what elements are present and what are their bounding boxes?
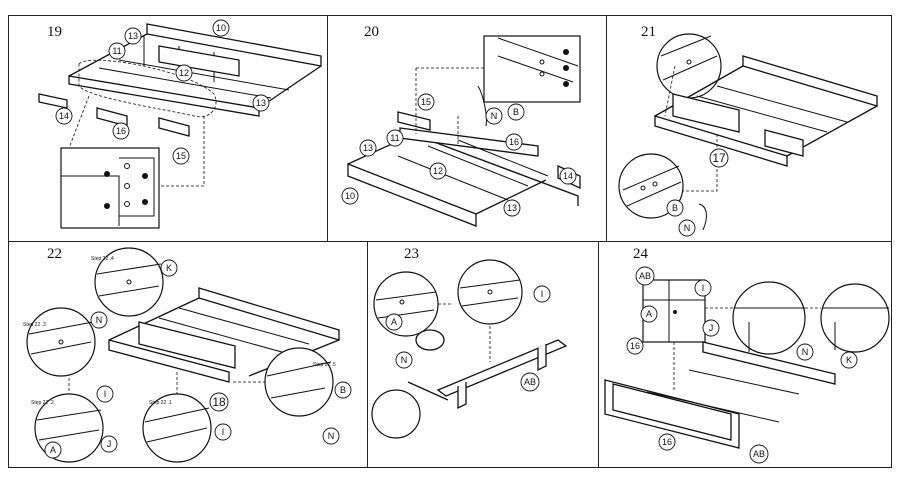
step-22-number: 22 bbox=[47, 246, 62, 262]
callout-20-10: 10 bbox=[345, 191, 355, 201]
callout-19-12: 12 bbox=[179, 68, 189, 78]
step-19-drawing: 10 11 12 13 13 14 15 16 bbox=[38, 19, 322, 229]
step-21-number: 21 bbox=[641, 24, 656, 40]
step-22-panel: 22 Step 22 .4 Step 22 .3 bbox=[8, 241, 368, 468]
callout-19-13b: 13 bbox=[256, 98, 266, 108]
callout-24-A: A bbox=[646, 309, 652, 319]
step-20-panel: 20 10 11 bbox=[327, 15, 607, 242]
substep-22-3: Step 22 .3 bbox=[23, 322, 46, 328]
callout-20-B: B bbox=[513, 107, 519, 117]
substep-22-1: Step 22 .1 bbox=[149, 400, 172, 406]
callout-23-AB: AB bbox=[524, 377, 536, 387]
callout-23-I: I bbox=[541, 289, 544, 299]
callout-19-14: 14 bbox=[59, 111, 69, 121]
callout-22-18: 18 bbox=[212, 395, 226, 409]
callout-20-N: N bbox=[491, 111, 498, 121]
substep-22-5: Step 22 .5 bbox=[313, 362, 336, 368]
step-23-drawing: I A N AB bbox=[371, 259, 568, 439]
step-21-drawing: 17 B N bbox=[618, 33, 878, 237]
callout-21-B: B bbox=[672, 203, 678, 213]
callout-24-J: J bbox=[709, 323, 714, 333]
callout-24-16b: 16 bbox=[662, 437, 672, 447]
step-24-panel: 24 AB I A J 16 N bbox=[598, 241, 892, 468]
callout-22-A: A bbox=[50, 445, 56, 455]
callout-22-N2: N bbox=[328, 431, 335, 441]
callout-19-10: 10 bbox=[216, 23, 226, 33]
step-19-panel: 19 bbox=[8, 15, 328, 242]
callout-19-13a: 13 bbox=[128, 31, 138, 41]
callout-22-J: J bbox=[107, 439, 112, 449]
callout-22-I-a: I bbox=[104, 389, 107, 399]
callout-20-14: 14 bbox=[563, 171, 573, 181]
callout-19-11: 11 bbox=[112, 46, 121, 56]
callout-20-16: 16 bbox=[509, 137, 519, 147]
callout-24-I: I bbox=[702, 283, 705, 293]
callout-24-AB: AB bbox=[639, 271, 651, 281]
callout-22-N: N bbox=[96, 315, 103, 325]
callout-24-N: N bbox=[802, 347, 809, 357]
callout-21-N: N bbox=[684, 223, 691, 233]
step-19-number: 19 bbox=[47, 24, 62, 40]
step-23-number: 23 bbox=[404, 246, 419, 262]
callout-23-N: N bbox=[401, 355, 408, 365]
callout-19-16: 16 bbox=[116, 126, 126, 136]
callout-19-15: 15 bbox=[176, 151, 186, 161]
callout-20-12: 12 bbox=[433, 166, 443, 176]
step-22-drawing: Step 22 .4 Step 22 .3 Step 22 .2 St bbox=[23, 247, 352, 463]
callout-22-K: K bbox=[166, 263, 172, 273]
step-24-number: 24 bbox=[633, 246, 648, 262]
callout-21-17: 17 bbox=[712, 151, 726, 165]
callout-24-AB2: AB bbox=[753, 449, 765, 459]
callout-20-11: 11 bbox=[390, 133, 399, 143]
callout-20-15: 15 bbox=[421, 97, 431, 107]
substep-22-4: Step 22 .4 bbox=[91, 256, 114, 262]
step-20-drawing: 10 11 12 13 13 14 15 16 N B bbox=[341, 35, 581, 227]
step-23-panel: 23 I A N AB bbox=[367, 241, 599, 468]
callout-24-K: K bbox=[846, 355, 852, 365]
callout-22-I-b: I bbox=[222, 427, 225, 437]
callout-20-13a: 13 bbox=[363, 143, 373, 153]
callout-20-13b: 13 bbox=[507, 203, 517, 213]
step-20-number: 20 bbox=[364, 24, 379, 40]
callout-24-16a: 16 bbox=[630, 341, 640, 351]
callout-22-B: B bbox=[340, 385, 346, 395]
step-21-panel: 21 17 B N bbox=[606, 15, 892, 242]
step-24-drawing: AB I A J 16 N K 16 AB bbox=[604, 266, 890, 464]
callout-23-A: A bbox=[391, 317, 397, 327]
substep-22-2: Step 22 .2 bbox=[31, 400, 54, 406]
